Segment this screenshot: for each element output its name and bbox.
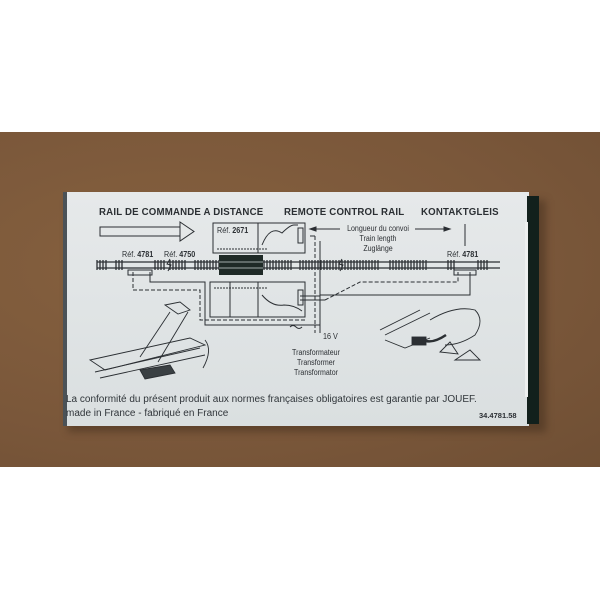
- voltage-label: 16 V: [323, 332, 338, 341]
- ref-2671: Réf. 2671: [217, 226, 249, 235]
- product-code: 34.4781.58: [479, 411, 517, 420]
- header-french: RAIL DE COMMANDE A DISTANCE: [99, 206, 264, 218]
- train-length-fr: Longueur du convoi: [347, 224, 409, 233]
- box-left-edge: [63, 192, 67, 426]
- header-german: KONTAKTGLEIS: [421, 206, 499, 218]
- transformer-en: Transformer: [296, 358, 336, 367]
- train-length-de: Zuglänge: [363, 244, 393, 253]
- right-installation-sketch: [379, 308, 482, 361]
- direction-arrow-shaft: [99, 226, 181, 237]
- train-length-en: Train length: [359, 234, 397, 243]
- origin-statement: made in France - fabriqué en France: [66, 408, 229, 419]
- conformity-statement: La conformité du présent produit aux nor…: [66, 394, 477, 405]
- ref-4781-right: Réf. 4781: [447, 250, 479, 259]
- box-right-edge: [527, 196, 539, 424]
- contact-rail-section: [219, 255, 263, 275]
- left-installation-sketch: [88, 301, 209, 380]
- ref-4781-left: Réf. 4781: [122, 250, 154, 259]
- direction-arrow-head: [179, 221, 195, 242]
- transformer-fr: Transformateur: [292, 348, 340, 357]
- product-box-back: [63, 192, 529, 426]
- header-english: REMOTE CONTROL RAIL: [284, 206, 405, 218]
- ac-symbol: [289, 325, 303, 329]
- ref-4750: Réf. 4750: [164, 250, 196, 259]
- transformer-de: Transformator: [294, 368, 338, 377]
- box-right-edge-highlight: [525, 222, 528, 397]
